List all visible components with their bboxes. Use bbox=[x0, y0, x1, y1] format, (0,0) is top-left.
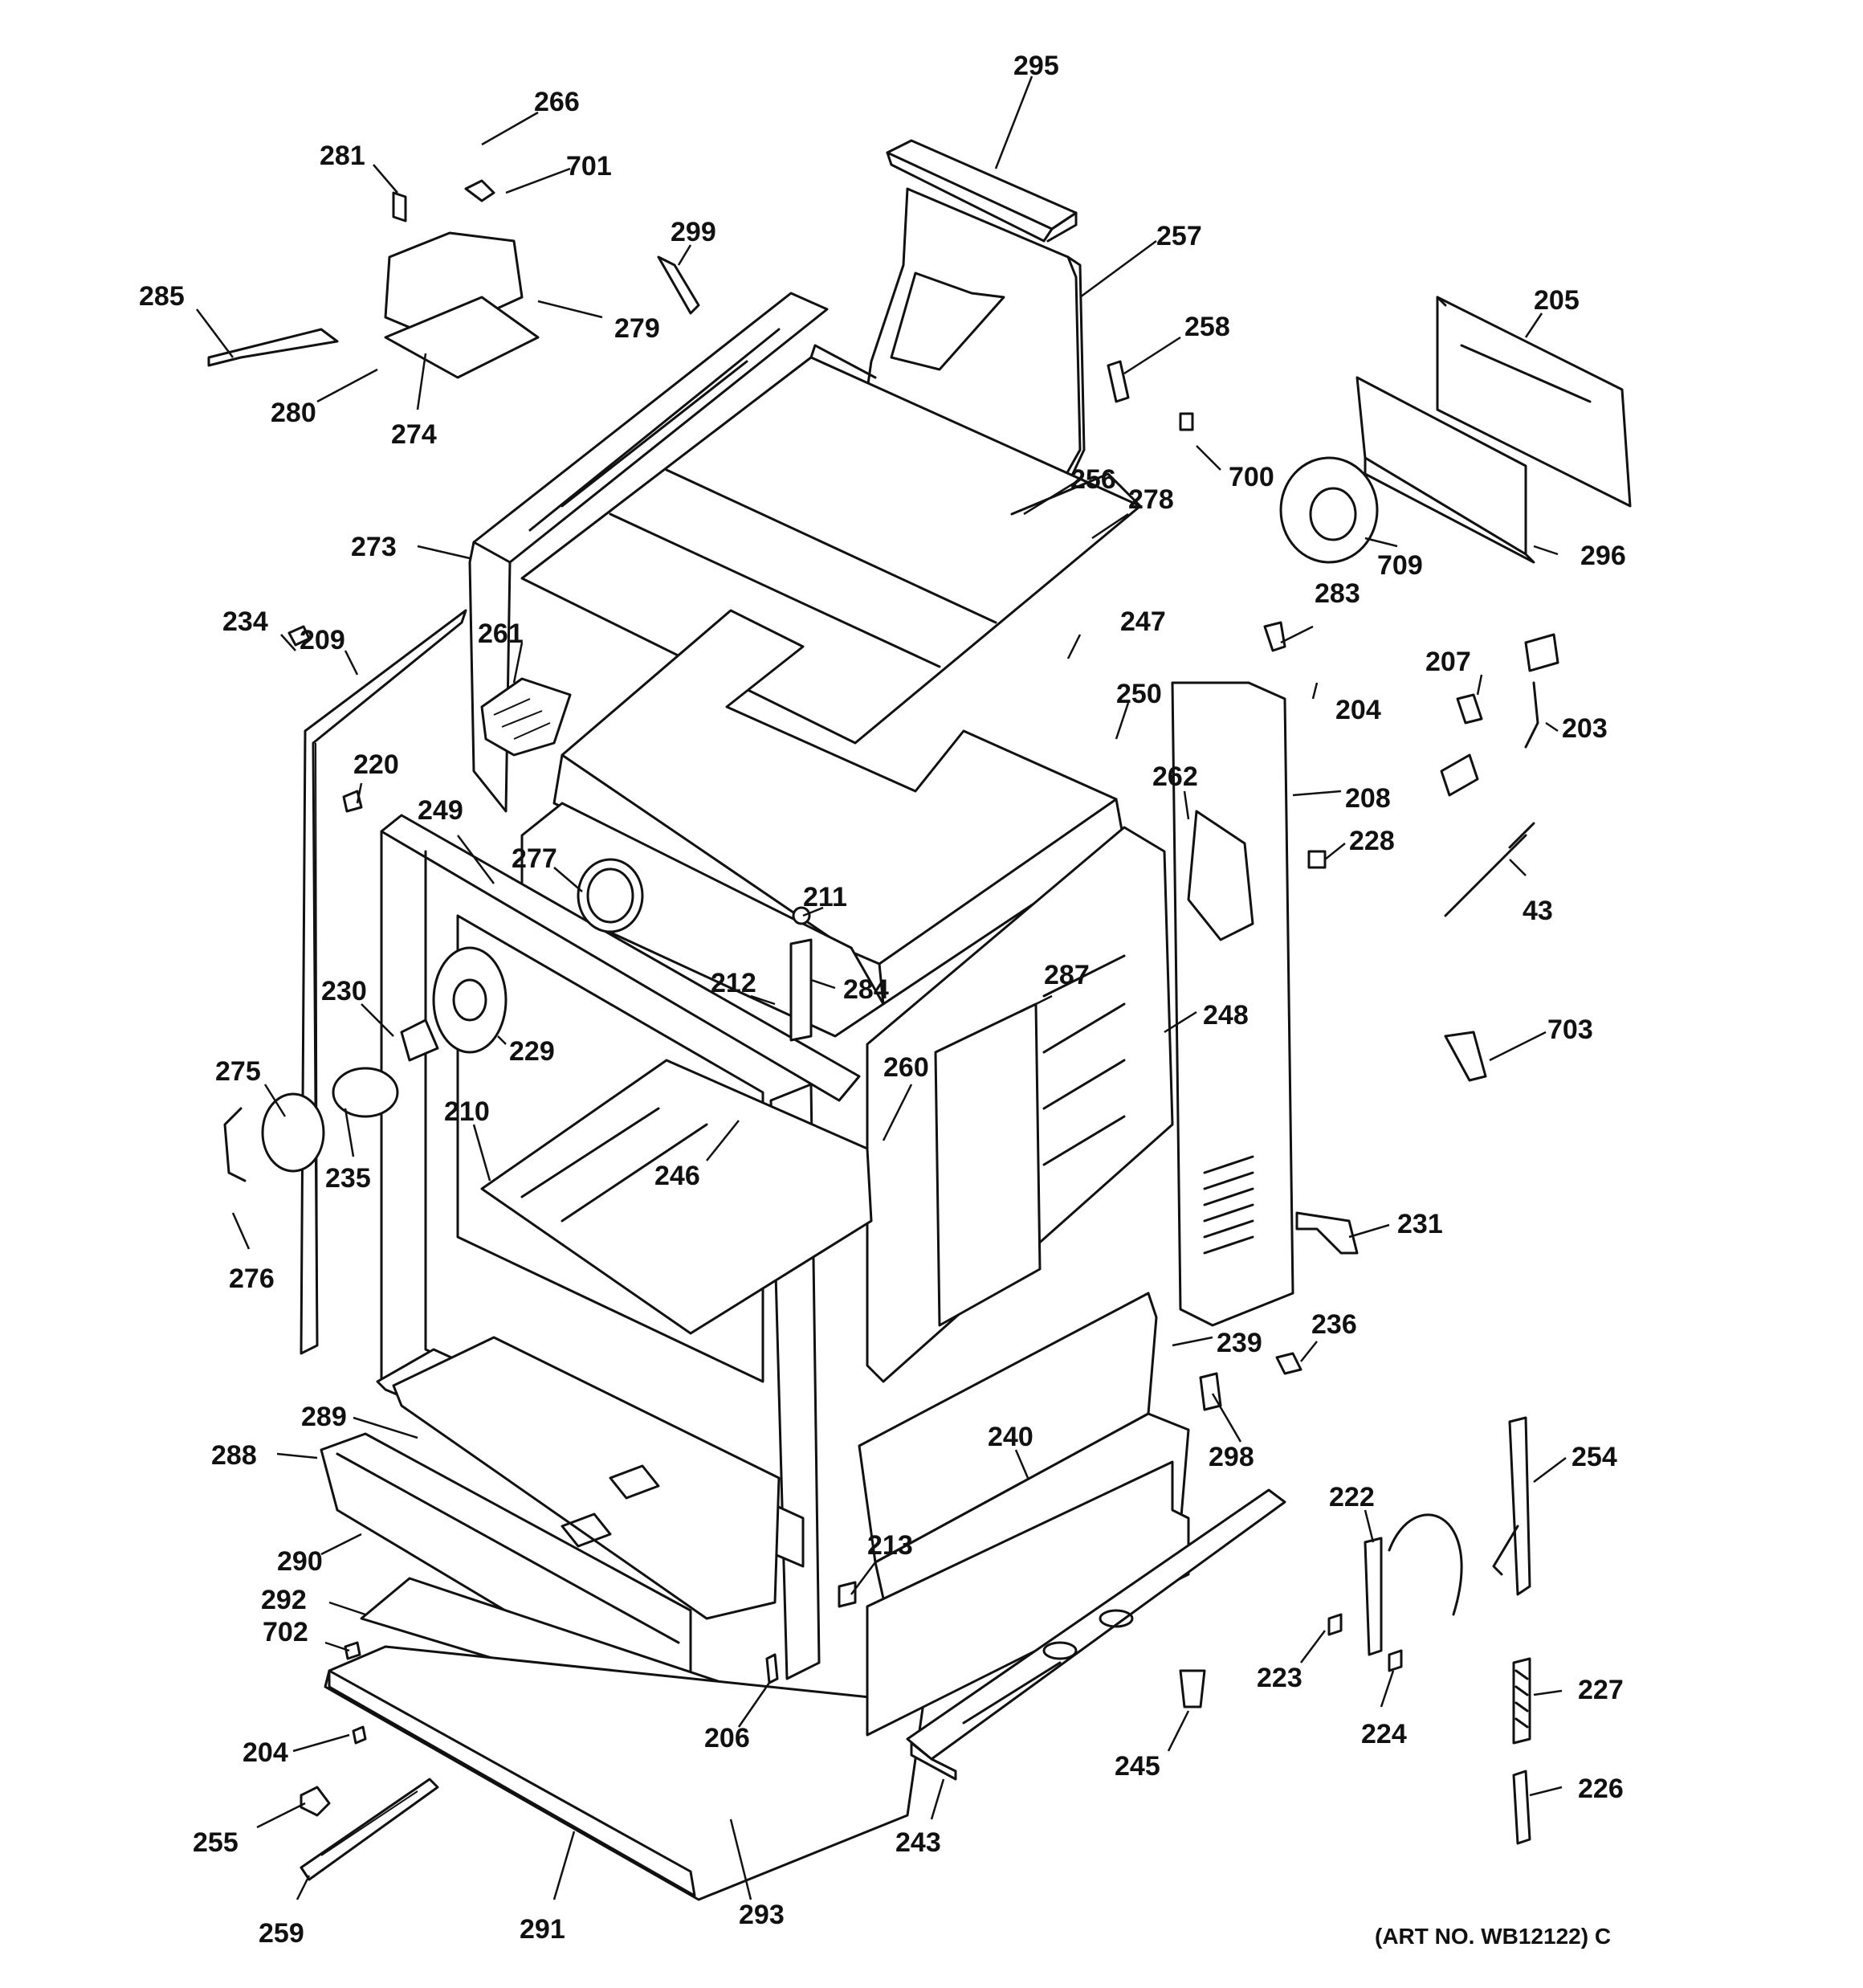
callout-234: 234 bbox=[222, 606, 268, 637]
callout-281: 281 bbox=[320, 141, 365, 171]
callout-230: 230 bbox=[321, 976, 367, 1006]
callout-293: 293 bbox=[739, 1900, 785, 1930]
callout-257: 257 bbox=[1156, 221, 1202, 251]
callout-276: 276 bbox=[229, 1263, 275, 1294]
callout-231: 231 bbox=[1397, 1209, 1443, 1239]
callout-204b: 204 bbox=[243, 1737, 288, 1768]
part-left-side-strip bbox=[300, 609, 467, 1355]
callout-210: 210 bbox=[444, 1096, 490, 1127]
part-insulation bbox=[480, 677, 572, 757]
callout-209: 209 bbox=[300, 625, 345, 655]
callout-256: 256 bbox=[1070, 464, 1116, 495]
part-small-hardware bbox=[207, 179, 1559, 1845]
part-oven-side bbox=[866, 826, 1174, 1383]
part-back-panels bbox=[1355, 296, 1632, 564]
callout-273: 273 bbox=[351, 532, 397, 562]
callout-703: 703 bbox=[1547, 1014, 1593, 1045]
callout-259: 259 bbox=[259, 1918, 304, 1949]
callout-labels: 295 266 281 701 299 257 285 279 258 205 … bbox=[139, 51, 1626, 1949]
callout-700: 700 bbox=[1229, 462, 1274, 492]
callout-254: 254 bbox=[1572, 1442, 1617, 1472]
callout-203: 203 bbox=[1562, 713, 1608, 744]
callout-258: 258 bbox=[1184, 312, 1230, 342]
callout-222: 222 bbox=[1329, 1482, 1375, 1512]
callout-709: 709 bbox=[1377, 550, 1423, 581]
callout-239: 239 bbox=[1217, 1328, 1262, 1358]
callout-235: 235 bbox=[325, 1163, 371, 1194]
callout-266: 266 bbox=[534, 87, 580, 117]
callout-701: 701 bbox=[566, 151, 612, 182]
callout-292: 292 bbox=[261, 1585, 307, 1615]
callout-298: 298 bbox=[1209, 1442, 1254, 1472]
callout-279: 279 bbox=[614, 313, 660, 344]
callout-211: 211 bbox=[803, 882, 847, 912]
callout-296: 296 bbox=[1580, 541, 1626, 571]
part-bracket bbox=[789, 906, 813, 1042]
part-base-pan bbox=[324, 1645, 925, 1901]
callout-261: 261 bbox=[478, 618, 524, 649]
callout-246: 246 bbox=[654, 1161, 700, 1191]
callout-213: 213 bbox=[867, 1530, 913, 1561]
callout-277: 277 bbox=[512, 843, 557, 874]
callout-248: 248 bbox=[1203, 1000, 1249, 1031]
callout-227: 227 bbox=[1578, 1675, 1624, 1705]
callout-208: 208 bbox=[1345, 783, 1391, 814]
part-oven-bottom bbox=[480, 1059, 873, 1335]
callout-289: 289 bbox=[301, 1402, 347, 1432]
callout-243: 243 bbox=[895, 1827, 941, 1858]
callout-288: 288 bbox=[211, 1440, 257, 1471]
art-number: (ART NO. WB12122) C bbox=[1375, 1924, 1611, 1949]
part-leveling-leg bbox=[300, 1786, 331, 1817]
part-vent-cap bbox=[886, 139, 1078, 243]
callout-702: 702 bbox=[263, 1617, 308, 1647]
callout-295: 295 bbox=[1013, 51, 1059, 81]
callout-255: 255 bbox=[193, 1827, 238, 1858]
part-vent-ring bbox=[577, 858, 644, 933]
callout-283: 283 bbox=[1315, 578, 1360, 609]
callout-206: 206 bbox=[704, 1723, 750, 1753]
callout-205: 205 bbox=[1534, 285, 1580, 316]
callout-245: 245 bbox=[1115, 1751, 1160, 1782]
callout-284: 284 bbox=[843, 974, 889, 1005]
callout-220: 220 bbox=[353, 749, 399, 780]
callout-287: 287 bbox=[1044, 960, 1090, 990]
callout-299: 299 bbox=[671, 217, 716, 247]
callout-249: 249 bbox=[418, 795, 463, 826]
part-burner-rail bbox=[866, 1460, 1286, 1781]
leader-lines bbox=[196, 76, 1567, 1900]
part-leveling-rail bbox=[300, 1778, 439, 1881]
callout-250: 250 bbox=[1116, 679, 1162, 709]
callout-229: 229 bbox=[509, 1036, 555, 1067]
callout-275: 275 bbox=[215, 1056, 261, 1087]
callout-224: 224 bbox=[1361, 1719, 1407, 1749]
callout-226: 226 bbox=[1578, 1774, 1624, 1804]
callout-285: 285 bbox=[139, 281, 185, 312]
part-gasket bbox=[1279, 456, 1379, 564]
callout-291: 291 bbox=[520, 1914, 565, 1945]
callout-240: 240 bbox=[988, 1422, 1033, 1452]
part-broiler-pan bbox=[392, 1336, 781, 1620]
parts-drawing bbox=[207, 139, 1632, 1901]
callout-247: 247 bbox=[1120, 606, 1166, 637]
callout-262: 262 bbox=[1152, 761, 1198, 792]
callout-223: 223 bbox=[1257, 1663, 1302, 1693]
callout-260: 260 bbox=[883, 1052, 929, 1083]
callout-228: 228 bbox=[1349, 826, 1395, 856]
callout-207: 207 bbox=[1425, 647, 1471, 677]
callout-236: 236 bbox=[1311, 1309, 1357, 1340]
callout-204a: 204 bbox=[1335, 695, 1381, 725]
callout-290: 290 bbox=[277, 1546, 323, 1577]
part-right-side-panel bbox=[1171, 681, 1294, 1327]
part-top-rail bbox=[468, 292, 829, 813]
callout-212: 212 bbox=[711, 968, 756, 998]
callout-278: 278 bbox=[1128, 484, 1174, 515]
part-light-assembly bbox=[223, 946, 508, 1182]
callout-274: 274 bbox=[391, 419, 437, 450]
callout-43: 43 bbox=[1523, 896, 1553, 926]
callout-280: 280 bbox=[271, 398, 316, 428]
